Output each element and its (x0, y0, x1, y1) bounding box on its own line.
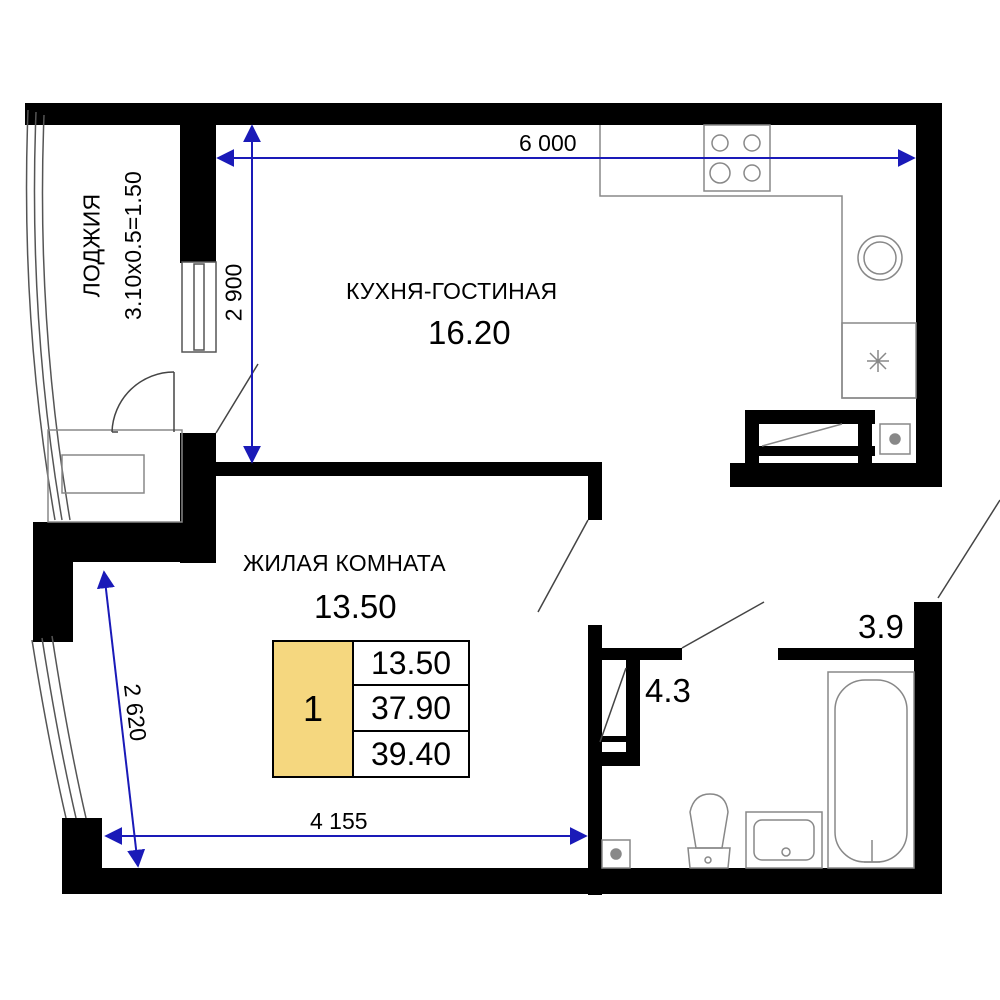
doors (111, 363, 1000, 743)
walls (25, 103, 942, 895)
kitchen-living-area: 16.20 (428, 314, 511, 351)
living-window (31, 635, 87, 819)
total-with-loggia-value: 39.40 (354, 732, 470, 778)
dimension-lines (96, 124, 916, 868)
living-area-value: 13.50 (354, 640, 470, 686)
wc-area: 4.3 (645, 672, 691, 709)
bathroom-fixtures (601, 671, 915, 869)
bathroom-area: 3.9 (858, 608, 904, 645)
kitchen-window (181, 261, 217, 353)
loggia-area-formula: 3.10х0.5=1.50 (119, 170, 146, 320)
kitchen-living-name: КУХНЯ-ГОСТИНАЯ (346, 278, 558, 304)
living-room-name: ЖИЛАЯ КОМНАТА (243, 550, 446, 576)
dim-living-width: 4 155 (310, 808, 368, 834)
kitchen-fixtures (599, 124, 917, 455)
living-room-area: 13.50 (314, 588, 397, 625)
loggia-glazing (25, 109, 183, 523)
total-area-value: 37.90 (354, 686, 470, 732)
dim-kitchen-depth: 2 900 (220, 261, 247, 323)
apartment-summary-card: 1 13.50 37.90 39.40 (272, 640, 470, 778)
rooms-count: 1 (272, 640, 354, 778)
dim-kitchen-width: 6 000 (516, 132, 580, 155)
dim-living-depth: 2 620 (118, 680, 152, 744)
loggia-name: ЛОДЖИЯ (78, 193, 105, 297)
dim-living-depth-line (96, 570, 146, 868)
